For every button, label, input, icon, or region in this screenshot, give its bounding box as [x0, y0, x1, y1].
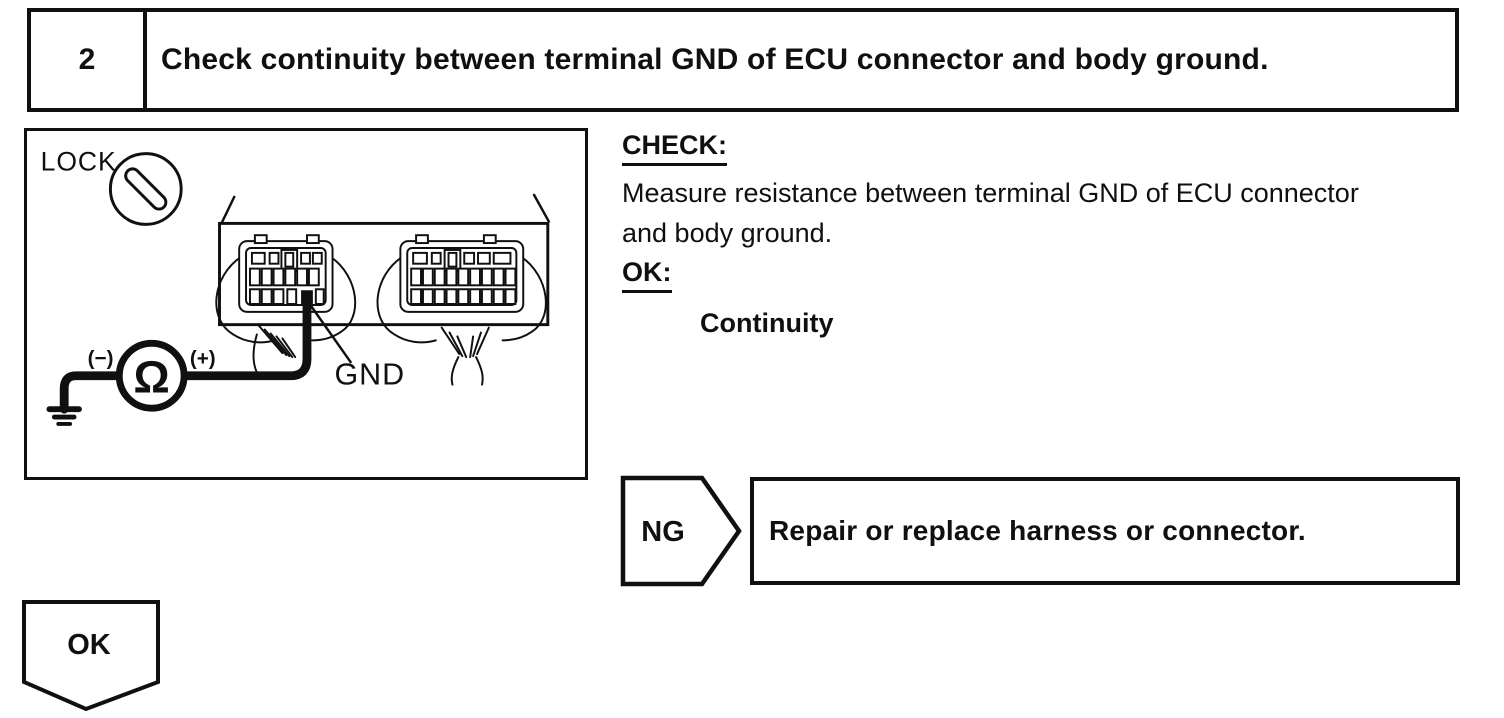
instructions-block: CHECK: Measure resistance between termin… [622, 130, 1482, 343]
ohm-symbol: Ω [134, 351, 170, 402]
gnd-terminal [301, 290, 313, 304]
lock-dial-icon [108, 152, 183, 226]
ohmmeter-icon [115, 339, 188, 412]
check-text-line2: and body ground. [622, 218, 833, 248]
ok-badge-label: OK [67, 629, 111, 661]
diagram-panel: LOCK [24, 128, 588, 480]
gnd-pointer-line [307, 302, 353, 364]
right-harness-bundle [376, 255, 547, 386]
ground-wire [59, 371, 120, 414]
step-number: 2 [31, 12, 147, 108]
ng-badge-label: NG [641, 516, 685, 548]
left-harness-bundle [215, 255, 357, 380]
wiring-diagram-illustration: LOCK [41, 146, 551, 426]
left-ecu-connector [238, 234, 334, 313]
lock-label: LOCK [41, 146, 117, 176]
ng-arrow-badge: NG [620, 475, 742, 587]
gnd-label: GND [335, 358, 406, 392]
ok-arrow-badge: OK [22, 600, 160, 712]
ok-result-text: Continuity [700, 308, 834, 338]
step-title: Check continuity between terminal GND of… [161, 43, 1269, 76]
check-text-line1: Measure resistance between terminal GND … [622, 178, 1359, 208]
meter-negative-label: (−) [88, 347, 114, 370]
meter-positive-label: (+) [190, 347, 216, 370]
step-header: 2 Check continuity between terminal GND … [27, 8, 1459, 112]
ground-symbol-icon [46, 406, 82, 426]
ok-heading: OK: [622, 257, 672, 293]
ng-action-box: Repair or replace harness or connector. [750, 477, 1460, 585]
probe-wire [183, 298, 312, 381]
check-heading: CHECK: [622, 130, 727, 166]
ng-action-text: Repair or replace harness or connector. [769, 515, 1306, 546]
right-ecu-connector [399, 234, 525, 313]
